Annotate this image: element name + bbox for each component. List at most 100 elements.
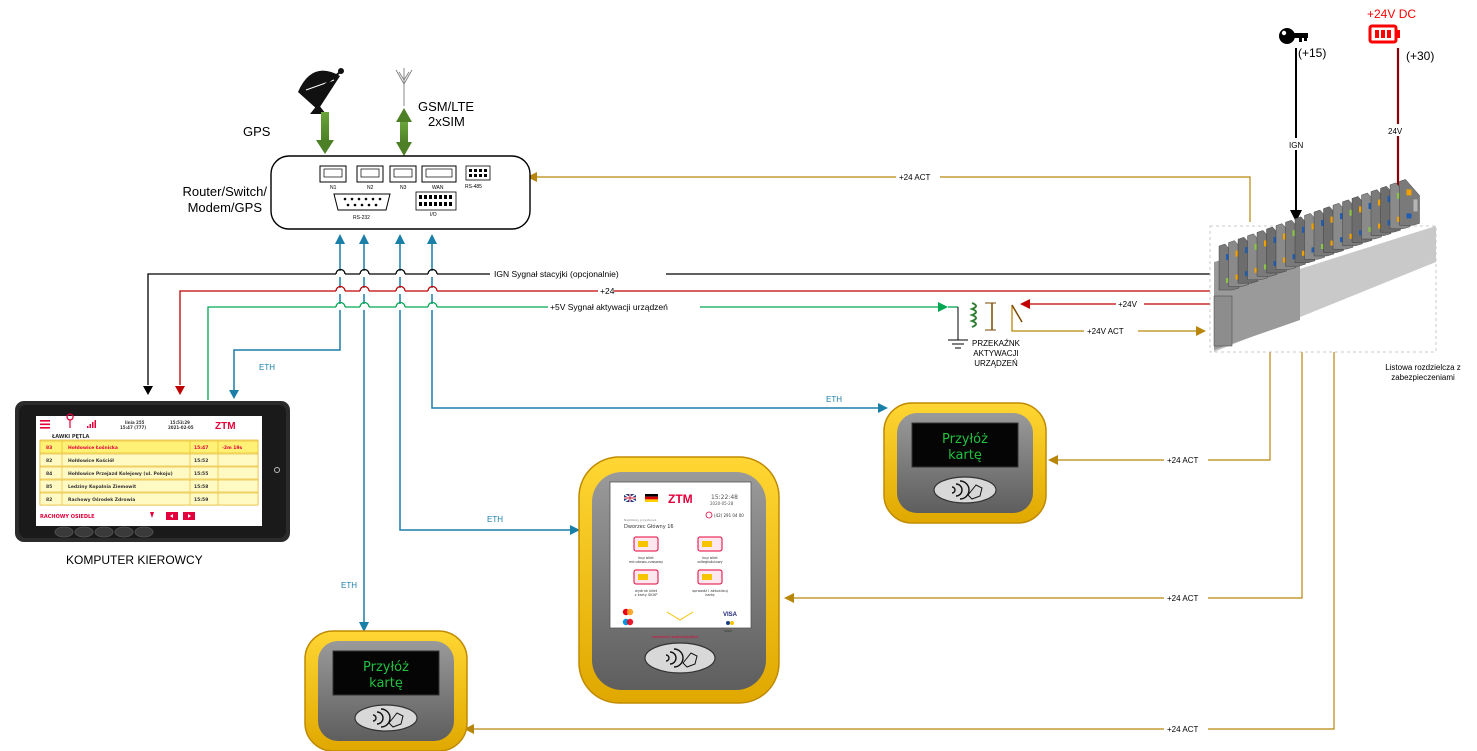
ticket-machine-phone: (42) 291 04 00 xyxy=(714,513,744,518)
tablet-course-time: 15:47 (777) xyxy=(120,425,146,430)
validator-bottom-nfc-icon xyxy=(354,704,418,732)
location-pin-icon xyxy=(66,413,74,428)
strip-label-line1: Listowa rozdzielcza z xyxy=(1385,363,1461,372)
battery-wire: 24V xyxy=(1386,48,1410,222)
battery-title: +24V DC xyxy=(1367,7,1416,21)
act-label-2: +24 ACT xyxy=(1167,594,1198,603)
row-number: 83 xyxy=(46,445,52,451)
relay-24v-arrowhead xyxy=(1020,299,1030,309)
tablet-footer-stop: RACHOWY OSIEDLE xyxy=(40,514,95,520)
signal-5v-arrowhead xyxy=(938,302,948,312)
tablet-nav-buttons[interactable] xyxy=(150,512,195,520)
validator-bottom-screen xyxy=(332,650,440,696)
router-port-n2: N2 xyxy=(356,165,384,191)
router-port-n1-label: N1 xyxy=(330,185,337,191)
act-wire-ticket-machine xyxy=(794,352,1303,599)
antenna-icon xyxy=(395,68,413,106)
ign-wire-label-text: IGN Sygnał stacyjki (opcjonalnie) xyxy=(494,269,619,279)
act-wire-router xyxy=(537,176,1251,222)
eth-label-tablet: ETH xyxy=(259,363,275,372)
router-port-wan-label: WAN xyxy=(432,185,444,191)
card-print-icon xyxy=(633,569,659,585)
eth-label-ticket: ETH xyxy=(487,515,503,524)
act-wire-validator-bottom xyxy=(474,352,1335,730)
ign-wire-label: IGN Sygnał stacyjki (opcjonalnie) xyxy=(490,268,666,279)
validator-right-screen xyxy=(911,422,1019,468)
ign-signal-wire xyxy=(147,273,1210,385)
signal-strength-icon xyxy=(87,420,96,428)
ticket-machine-brand: ZTM xyxy=(668,492,693,506)
relay-label-line1: PRZEKAŹNK xyxy=(972,339,1021,348)
act-validator-bottom-arrowhead xyxy=(464,724,474,734)
validator-bottom-screen-line2: kartę xyxy=(369,676,403,691)
eth-cable-validator-right xyxy=(431,240,878,409)
phone-icon xyxy=(705,511,713,519)
skup-logo-text: ŚKUP xyxy=(724,628,732,633)
eth-tablet-arrowhead xyxy=(229,390,239,399)
satellite-dish-icon xyxy=(298,68,344,114)
act-router-label: +24 ACT xyxy=(899,173,930,182)
tablet-header: linia 255 15:47 (777) 15:53:29 2021-02-0… xyxy=(40,413,236,432)
tile-label-line2: minutowo-czasowy xyxy=(629,560,664,564)
ticket-icon xyxy=(697,536,723,552)
router-port-n2-label: N2 xyxy=(367,185,374,191)
battery-plus30-label: (+30) xyxy=(1406,49,1434,63)
nfc-contactless-icon xyxy=(644,642,716,674)
driver-tablet: linia 255 15:47 (777) 15:53:29 2021-02-0… xyxy=(15,401,290,542)
hamburger-menu-icon[interactable] xyxy=(40,420,50,429)
tile-label-line1: sprawdź i aktualizuj xyxy=(692,589,728,593)
ign-wire-arrowhead xyxy=(143,386,153,395)
router-rs485-label: RS-485 xyxy=(465,184,482,190)
tile-label-line2: odległościowy xyxy=(697,560,723,564)
eth-cable-tablet xyxy=(233,240,341,390)
card-refresh-icon xyxy=(697,569,723,585)
gsm-arrow xyxy=(396,108,412,156)
act-label-3: +24 ACT xyxy=(1167,725,1198,734)
relay-24v-label: +24V xyxy=(1118,300,1138,309)
german-flag-icon xyxy=(645,494,658,502)
battery-icon xyxy=(1368,24,1400,44)
power-24-wire xyxy=(179,290,1210,385)
eth-tablet-up-arrowhead xyxy=(335,234,345,244)
ticket-machine-stop-caption: Najbliższy przystanek xyxy=(624,518,657,522)
row-time: 15:47 xyxy=(194,445,208,451)
eth-validator-bottom-up-arrowhead xyxy=(359,234,369,244)
eth-label-bottom: ETH xyxy=(341,581,357,590)
tablet-pin-icon xyxy=(150,512,154,518)
tile-label-line1: wydruk bilet xyxy=(635,589,658,593)
visa-logo: VISA xyxy=(723,612,738,618)
row-time: 15:58 xyxy=(194,484,208,490)
router-port-n3: N3 xyxy=(389,165,417,191)
gps-arrow xyxy=(316,112,334,154)
row-stop-name: Ledziny Kopalnia Ziemowit xyxy=(68,484,137,490)
act-validator-right-arrowhead xyxy=(1048,455,1058,465)
eth-validator-right-arrowhead xyxy=(878,403,888,413)
row-stop-name: Rachowy Ośrodek Zdrowia xyxy=(68,496,135,503)
relay-act-arrowhead xyxy=(1196,326,1206,336)
router-rs485-terminal: RS-485 xyxy=(465,165,491,190)
router-device: N1 N2 N3 WAN RS-485 RS-232 xyxy=(270,155,531,230)
act-label-1: +24 ACT xyxy=(1167,456,1198,465)
eth-ticket-up-arrowhead xyxy=(395,234,405,244)
gsm-label-line2: 2xSIM xyxy=(428,114,465,129)
row-time: 15:52 xyxy=(194,458,208,464)
tile-label-line2: kartę xyxy=(705,593,715,597)
row-number: 84 xyxy=(46,471,52,477)
act-wire-validator-right xyxy=(1058,352,1271,461)
ign-key-wire: IGN xyxy=(1287,48,1307,222)
router-port-n3-label: N3 xyxy=(400,185,407,191)
